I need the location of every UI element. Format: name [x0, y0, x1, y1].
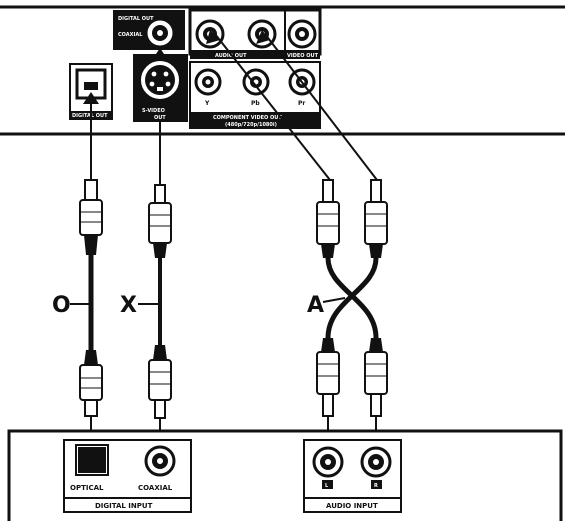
component-y-label: Y	[204, 100, 210, 107]
receiver-panel: DIGITAL INPUT OPTICAL COAXIAL AUDIO INPU…	[7, 429, 563, 521]
component-pr-label: Pr	[298, 100, 305, 107]
component-label: COMPONENT VIDEO OUT	[213, 115, 282, 121]
player-rear-panel: DIGITAL OUT COAXIAL AUDIO OUT VIDEO OUT	[0, 5, 565, 136]
component-pb-label: Pb	[251, 100, 260, 107]
audio-input-right-jack[interactable]	[360, 446, 392, 478]
audio-right-marker	[371, 480, 382, 489]
audio-out-right-jack[interactable]	[247, 19, 277, 49]
video-out-jack[interactable]	[287, 19, 317, 49]
coaxial-out-jack-pin	[157, 30, 163, 36]
video-out-label: VIDEO OUT	[287, 53, 319, 59]
digital-input-label: DIGITAL INPUT	[95, 502, 153, 510]
audio-input-left-jack[interactable]	[312, 446, 344, 478]
component-sub-label: (480p/720p/1080i)	[225, 122, 277, 128]
digital-out-label: DIGITAL OUT	[118, 16, 154, 22]
optical-input-port[interactable]	[78, 447, 106, 473]
component-y-jack[interactable]	[194, 68, 222, 96]
svideo-label: S-VIDEO	[142, 108, 165, 114]
optical-cable	[79, 92, 103, 446]
audio-cable	[206, 30, 388, 448]
coaxial-input-label: COAXIAL	[138, 484, 173, 492]
audio-cable-callout: A	[307, 293, 324, 318]
cable-callouts: O X A	[52, 293, 346, 318]
component-pb-jack[interactable]	[242, 68, 270, 96]
audio-out-bar	[190, 50, 285, 59]
audio-out-label: AUDIO OUT	[215, 53, 247, 59]
audio-left-marker	[322, 480, 333, 489]
optical-input-label: OPTICAL	[70, 484, 104, 492]
svideo-out-label: OUT	[154, 115, 166, 121]
audio-input-label: AUDIO INPUT	[326, 502, 378, 510]
coaxial-out-label: COAXIAL	[118, 32, 143, 38]
optical-cable-callout: O	[52, 293, 71, 318]
audio-left-mark: L	[325, 483, 329, 489]
audio-right-mark: R	[374, 483, 378, 489]
coaxial-input-jack[interactable]	[144, 445, 176, 477]
video-out-bar	[285, 50, 320, 59]
coaxial-cable-callout: X	[120, 293, 137, 318]
